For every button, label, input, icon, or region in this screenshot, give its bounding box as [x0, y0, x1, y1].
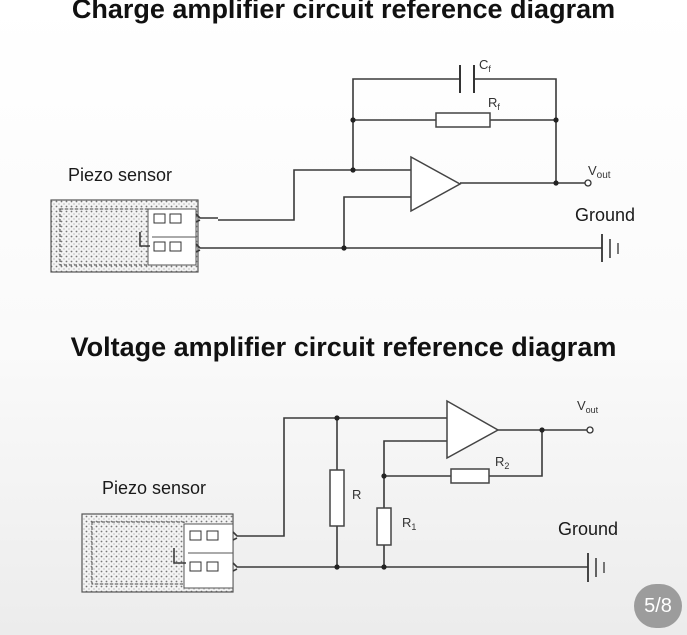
voltage-amplifier-diagram: Piezo sensor R R1 R2 Vout	[81, 398, 618, 593]
vout-label-2: Vout	[577, 398, 599, 415]
r-label: R	[352, 487, 361, 502]
ground-symbol-1	[601, 234, 619, 262]
piezo-sensor-label-1: Piezo sensor	[68, 165, 172, 185]
voltage-opamp	[446, 399, 500, 460]
res-label: Rf	[488, 95, 500, 112]
ground-label-2: Ground	[558, 519, 618, 539]
resistor-r1	[376, 507, 392, 546]
charge-opamp	[410, 155, 462, 213]
vout-label-1: Vout	[588, 163, 611, 181]
cap-label: Cf	[479, 57, 491, 74]
vout-terminal-1	[584, 179, 592, 187]
r2-label: R2	[495, 454, 509, 471]
piezo-sensor-2	[81, 513, 256, 593]
piezo-sensor-1	[50, 199, 218, 273]
vout-terminal-2	[586, 426, 594, 434]
piezo-sensor-label-2: Piezo sensor	[102, 478, 206, 498]
charge-amplifier-diagram: Piezo sensor Cf Rf Vout	[50, 57, 635, 273]
resistor-r2	[450, 468, 490, 484]
page-indicator: 5/8	[634, 584, 682, 628]
feedback-resistor	[435, 112, 491, 128]
ground-label-1: Ground	[575, 205, 635, 225]
input-resistor-r	[329, 469, 345, 527]
charge-amplifier-title: Charge amplifier circuit reference diagr…	[71, 0, 616, 24]
feedback-capacitor	[459, 65, 475, 93]
ground-symbol-2	[587, 553, 605, 582]
r1-label: R1	[402, 515, 416, 532]
voltage-amplifier-title: Voltage amplifier circuit reference diag…	[70, 332, 617, 362]
